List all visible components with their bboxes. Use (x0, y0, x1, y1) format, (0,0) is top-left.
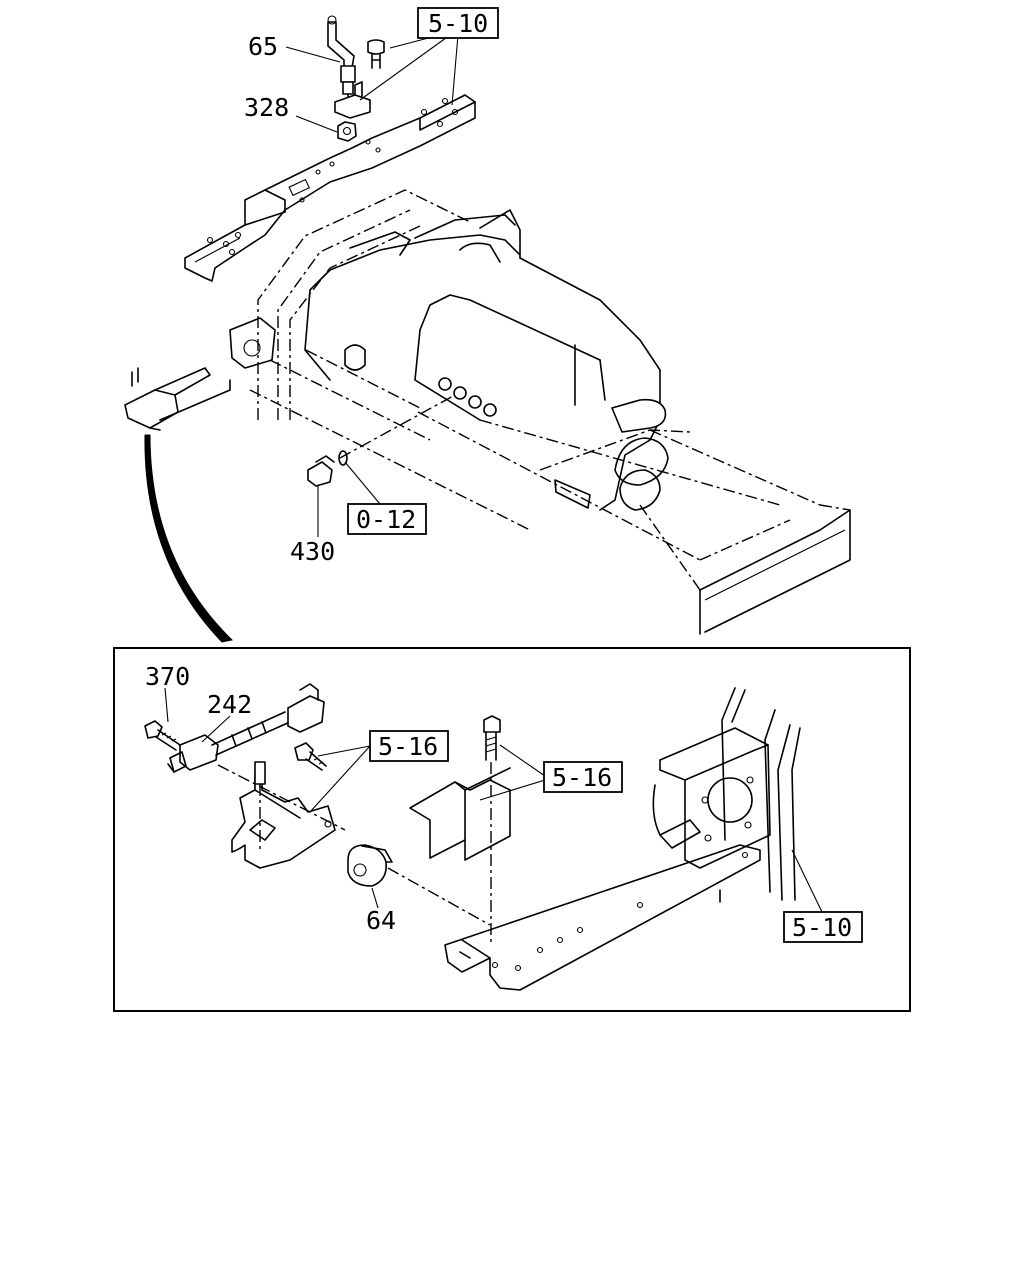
part-bolt-516-left (294, 742, 327, 771)
callout-328: 328 (244, 93, 289, 122)
cover-part (409, 767, 511, 861)
detail-frame (113, 647, 911, 1012)
part-bolt-516-right (483, 715, 501, 945)
left-sensor-assembly (124, 317, 276, 431)
callout-242: 242 (207, 690, 252, 719)
callout-labels: 65 328 430 370 242 64 (145, 32, 396, 935)
callout-370: 370 (145, 662, 190, 691)
part-bracket-top (334, 39, 385, 119)
ref-5-10-bottom: 5-10 (792, 913, 852, 942)
ref-5-16-right: 5-16 (552, 763, 612, 792)
part-370-bolt (144, 720, 181, 751)
ref-box-5-16-left (369, 730, 449, 762)
detail-assembly (144, 683, 823, 991)
upper-leaders (285, 34, 459, 537)
ref-box-5-10-top (417, 7, 499, 39)
ref-5-10-top: 5-10 (428, 9, 488, 38)
detail-arc (144, 434, 234, 643)
part-430-plug (307, 394, 456, 487)
ref-box-5-16-right (543, 761, 623, 793)
ref-0-12: 0-12 (356, 505, 416, 534)
upper-assembly (124, 15, 851, 643)
part-64-switch (347, 844, 491, 926)
part-328-nut (337, 121, 357, 142)
ref-5-16-left: 5-16 (378, 732, 438, 761)
transmission (304, 209, 669, 511)
callout-64: 64 (366, 906, 396, 935)
cross-member-rail (184, 94, 476, 282)
ref-box-5-10-bottom (783, 911, 863, 943)
part-242-sensor (167, 683, 325, 773)
mount-bracket (444, 687, 801, 991)
ref-box-0-12 (347, 503, 427, 535)
reference-boxes: 5-10 0-12 5-16 5-16 5-10 (347, 7, 863, 943)
part-65-switch (327, 15, 356, 101)
detail-leaders (164, 687, 823, 913)
callout-430: 430 (290, 537, 335, 566)
switch-bracket (217, 761, 346, 869)
chassis-frame (249, 189, 851, 635)
callout-65: 65 (248, 32, 278, 61)
